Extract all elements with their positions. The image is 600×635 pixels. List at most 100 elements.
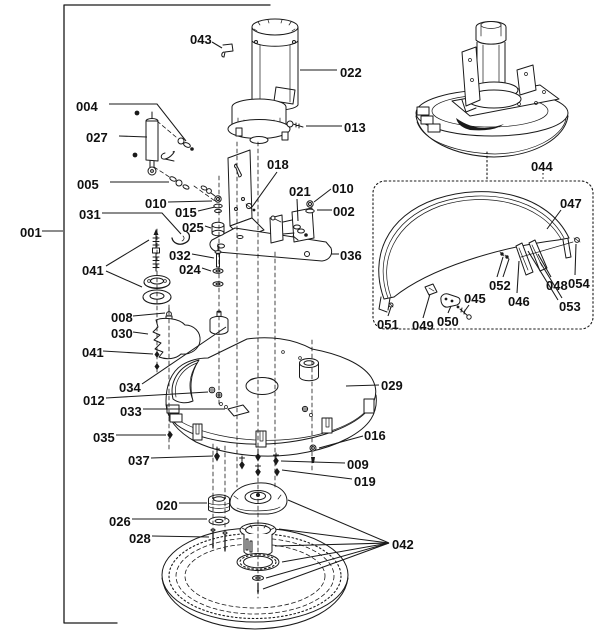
part-number-label: 012	[83, 393, 105, 408]
leader-line	[211, 41, 223, 49]
part-number-label: 022	[340, 65, 362, 80]
leader-line	[516, 260, 520, 294]
part-number-label: 046	[508, 294, 530, 309]
mount-plate-018	[227, 149, 265, 239]
callout-027-5: 027	[86, 130, 148, 145]
leader-line	[262, 542, 390, 590]
part-number-label: 001	[20, 225, 42, 240]
assembly-bracket	[63, 4, 271, 624]
leader-line	[150, 455, 214, 459]
leader-line	[281, 469, 353, 480]
callout-034-22: 034	[119, 326, 227, 395]
callout-005-6: 005	[77, 177, 169, 192]
leader-line	[546, 209, 562, 230]
leader-line	[141, 326, 227, 385]
band-hardware	[388, 237, 581, 320]
callout-036-12: 036	[331, 248, 362, 263]
part-number-label: 041	[82, 263, 104, 278]
leader-line	[274, 542, 390, 547]
alignment-lines	[156, 141, 488, 599]
leader-line	[502, 258, 510, 278]
hub-column	[208, 494, 230, 552]
leader-line	[287, 499, 390, 544]
callout-031-7: 031	[79, 207, 182, 235]
part-number-label: 043	[190, 32, 212, 47]
part-number-label: 009	[347, 457, 369, 472]
part-number-label: 031	[79, 207, 101, 222]
part-number-label: 034	[119, 380, 141, 395]
callout-024-17: 024	[179, 262, 212, 277]
leader-line	[278, 528, 390, 544]
callout-041-18: 041	[82, 239, 150, 288]
fastener-column	[211, 195, 225, 287]
part-number-label: 052	[489, 278, 511, 293]
part-number-label: 041	[82, 345, 104, 360]
clip-plate-030	[152, 317, 201, 360]
callout-009-32: 009	[280, 457, 369, 472]
callout-002-11: 002	[317, 204, 355, 219]
callout-032-16: 032	[169, 248, 215, 263]
callout-012-23: 012	[83, 391, 209, 408]
leader-line	[102, 212, 182, 235]
part-number-label: 053	[559, 299, 581, 314]
callout-054-44: 054	[568, 243, 590, 291]
bolt-013	[286, 120, 304, 129]
part-number-label: 005	[77, 177, 99, 192]
callout-004-4: 004	[76, 99, 187, 142]
leader-line	[132, 331, 149, 335]
part-number-label: 054	[568, 276, 590, 291]
leader-line	[318, 435, 364, 449]
callout-044-35: 044	[531, 159, 553, 180]
part-number-label: 049	[412, 318, 434, 333]
part-number-label: 030	[111, 326, 133, 341]
callout-053-45: 053	[527, 250, 581, 314]
part-number-label: 044	[531, 159, 553, 174]
callout-025-15: 025	[182, 220, 212, 235]
callout-049-38: 049	[412, 293, 434, 333]
part-number-label: 050	[437, 314, 459, 329]
part-number-label: 045	[464, 291, 486, 306]
leader-line	[387, 306, 392, 317]
mount-hardware-005	[169, 176, 216, 197]
part-number-label: 033	[120, 404, 142, 419]
leader-line	[280, 460, 346, 464]
part-number-label: 004	[76, 99, 98, 114]
leader-line	[447, 305, 452, 314]
callout-041-21: 041	[82, 345, 154, 360]
leader-line	[281, 542, 390, 563]
leader-line	[191, 253, 215, 259]
leader-line	[105, 270, 143, 288]
leader-line	[118, 135, 148, 138]
callout-042-34: 042	[262, 499, 414, 590]
leader-line	[574, 243, 577, 276]
callout-008-19: 008	[111, 310, 166, 325]
callout-052-41: 052	[489, 256, 511, 293]
part-number-label: 042	[392, 537, 414, 552]
deck-screws	[167, 431, 317, 477]
callout-016-31: 016	[318, 428, 386, 449]
part-number-label: 020	[156, 498, 178, 513]
callout-047-36: 047	[546, 196, 582, 230]
leader-line	[251, 171, 278, 208]
base-plate-036	[209, 227, 333, 262]
part-number-label: 051	[377, 317, 399, 332]
callout-019-33: 019	[281, 469, 376, 489]
leader-line	[201, 267, 212, 272]
callout-050-39: 050	[437, 305, 459, 329]
assembled-machine-thumbnail	[415, 21, 569, 158]
part-number-label: 029	[381, 378, 403, 393]
leader-line	[313, 188, 332, 203]
callout-018-8: 018	[251, 157, 289, 208]
part-number-label: 047	[560, 196, 582, 211]
shock-absorber	[132, 110, 216, 202]
leader-line	[496, 256, 504, 278]
part-number-label: 035	[93, 430, 115, 445]
callout-046-42: 046	[508, 260, 530, 309]
leader-line	[105, 239, 150, 267]
callout-028-29: 028	[129, 531, 210, 546]
part-number-label: 027	[86, 130, 108, 145]
leader-line	[167, 200, 213, 203]
callout-020-27: 020	[156, 498, 207, 513]
